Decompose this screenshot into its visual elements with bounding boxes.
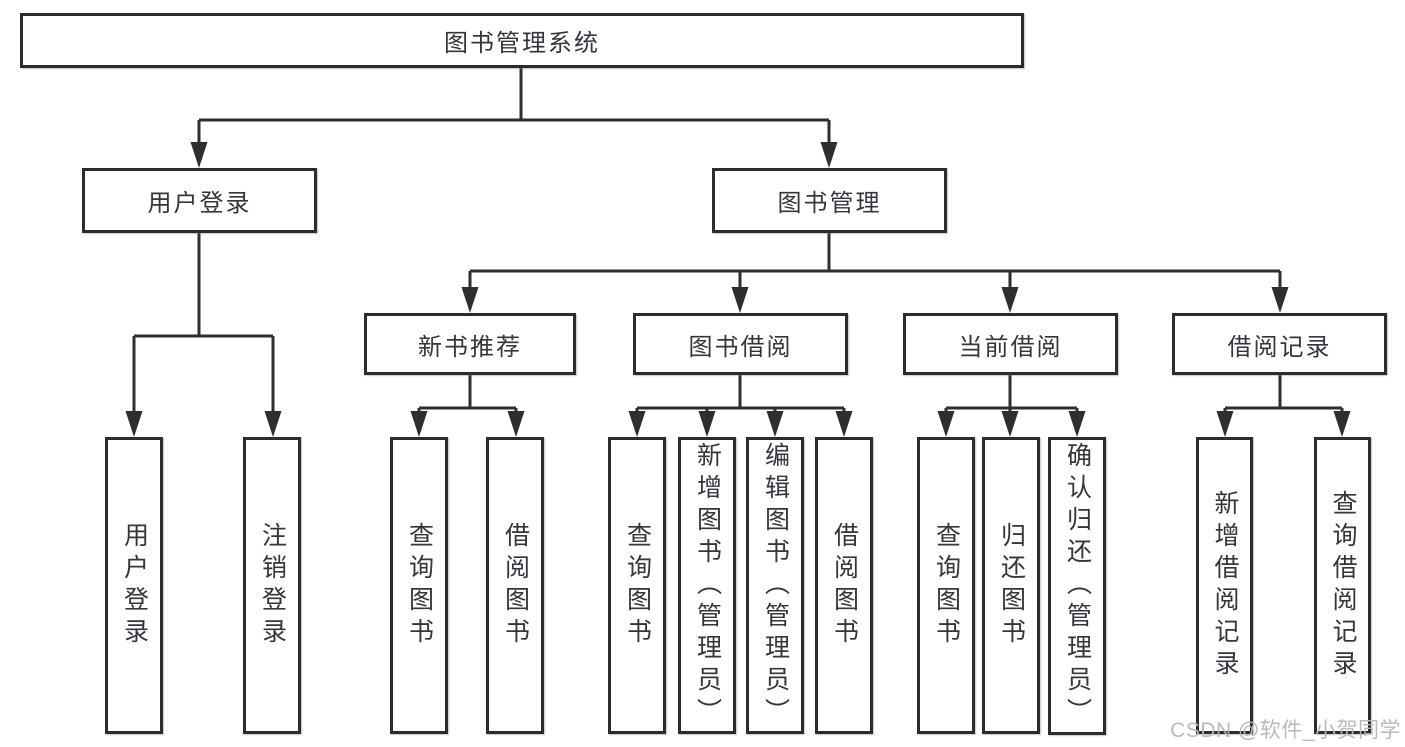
arrow-icon [1333,411,1351,437]
arrow-icon [1271,287,1289,313]
node-label: 图书借阅 [688,333,793,361]
arrowheads [125,142,1351,437]
node-current-borrowing: 当前借阅 [903,313,1118,375]
leaf-add-book-admin: 新增图书（管理员） [678,437,736,734]
node-new-book-recommend: 新书推荐 [364,313,576,375]
node-label: 查询图书 [623,521,652,650]
connector-current [944,375,1079,414]
leaf-query-books-borrowing: 查询图书 [608,437,666,734]
node-label: 借阅记录 [1227,333,1332,361]
node-label: 借阅图书 [501,521,530,650]
arrow-icon [1001,411,1019,437]
arrow-icon [125,411,143,437]
arrow-icon [937,411,955,437]
node-label: 当前借阅 [958,333,1063,361]
connector-user-login [132,233,275,414]
leaf-user-login: 用户登录 [105,437,163,734]
node-label: 借阅图书 [830,521,859,650]
arrow-icon [628,411,646,437]
leaf-borrow-books-recommend: 借阅图书 [486,437,544,734]
arrow-icon [766,411,784,437]
leaf-query-books-recommend: 查询图书 [390,437,448,734]
arrow-icon [731,287,749,313]
leaf-borrow-books-borrowing: 借阅图书 [815,437,873,734]
leaf-return-books: 归还图书 [982,437,1040,734]
arrow-icon [461,287,479,313]
node-label: 查询图书 [932,521,961,650]
arrow-icon [1068,411,1086,437]
arrow-icon [698,411,716,437]
node-label: 新增借阅记录 [1211,489,1239,682]
node-user-login: 用户登录 [82,168,317,233]
node-label: 归还图书 [997,521,1026,650]
arrow-icon [507,411,525,437]
node-book-management: 图书管理 [712,168,947,233]
connector-records [1223,375,1344,414]
node-label: 编辑图书（管理员） [761,441,790,730]
leaf-confirm-return-admin: 确认归还（管理员） [1048,437,1106,735]
connector-root [197,68,831,145]
node-label: 注销登录 [258,521,287,650]
leaf-query-borrow-record: 查询借阅记录 [1314,437,1371,734]
node-label: 用户登录 [147,190,252,217]
connector-recommend [417,375,518,414]
arrow-icon [264,411,282,437]
watermark: CSDN @软件_小贺同学 [1170,719,1401,742]
node-label: 查询借阅记录 [1329,489,1357,682]
arrow-icon [835,411,853,437]
leaf-edit-book-admin: 编辑图书（管理员） [746,437,804,734]
node-label: 查询图书 [405,521,434,650]
connector-borrowing [635,375,846,414]
arrow-icon [820,142,838,168]
node-label: 新书推荐 [418,333,522,361]
leaf-add-borrow-record: 新增借阅记录 [1196,437,1253,734]
node-label: 确认归还（管理员） [1063,442,1092,730]
node-label: 图书管理系统 [444,30,600,57]
node-root: 图书管理系统 [20,13,1024,68]
leaf-logout: 注销登录 [243,437,301,734]
node-borrowing-records: 借阅记录 [1172,313,1387,375]
leaf-query-books-current: 查询图书 [917,437,975,734]
node-book-borrowing: 图书借阅 [633,313,848,375]
arrow-icon [1001,287,1019,313]
connector-book-management [468,233,1282,290]
arrow-icon [410,411,428,437]
node-label: 用户登录 [120,521,149,650]
arrow-icon [190,142,208,168]
node-label: 图书管理 [777,190,882,217]
arrow-icon [1216,411,1234,437]
node-label: 新增图书（管理员） [693,441,722,730]
